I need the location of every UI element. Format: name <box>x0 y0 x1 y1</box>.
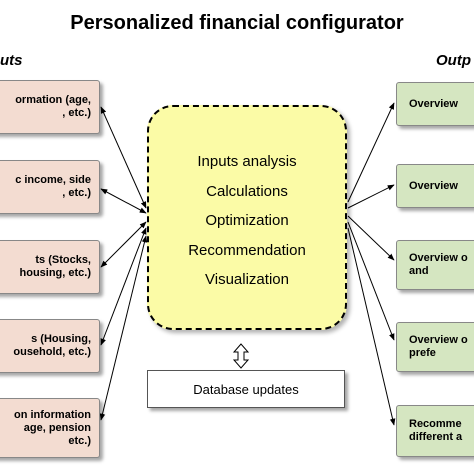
output-box-3: Overview o and <box>396 240 474 290</box>
output-arrow-2 <box>347 184 395 209</box>
database-updates-label: Database updates <box>193 381 299 397</box>
output-box-1: Overview <box>396 82 474 126</box>
output-arrow-5 <box>347 227 396 426</box>
output-box-2: Overview <box>396 164 474 208</box>
input-box-3-text: ts (Stocks, housing, etc.) <box>19 254 92 279</box>
input-box-2-text: c income, side , etc.) <box>15 174 91 199</box>
input-box-1: ormation (age, , etc.) <box>0 80 100 134</box>
input-box-4: s (Housing, ousehold, etc.) <box>0 319 100 373</box>
output-box-3-text: Overview o and <box>409 252 468 277</box>
process-optimization: Optimization <box>205 212 289 229</box>
output-box-5: Recomme different a <box>396 405 474 457</box>
output-box-1-text: Overview <box>409 97 458 110</box>
input-box-3: ts (Stocks, housing, etc.) <box>0 240 100 294</box>
input-box-1-text: ormation (age, , etc.) <box>15 94 91 119</box>
input-box-5: on information age, pension etc.) <box>0 398 100 458</box>
output-arrow-3 <box>347 215 395 261</box>
process-recommendation: Recommendation <box>188 241 306 259</box>
inputs-heading: uts <box>0 52 23 69</box>
output-arrow-1 <box>347 102 395 203</box>
configurator-core-box: Inputs analysis Calculations Optimizatio… <box>147 105 347 330</box>
database-double-arrow <box>232 343 250 369</box>
outputs-heading: Outp <box>436 52 471 69</box>
output-box-5-text: Recomme different a <box>409 418 463 443</box>
output-box-2-text: Overview <box>409 179 458 192</box>
input-arrow-2 <box>100 188 147 214</box>
output-box-4-text: Overview o prefe <box>409 334 468 359</box>
output-box-4: Overview o prefe <box>396 322 474 372</box>
input-box-5-text: on information age, pension etc.) <box>14 408 91 447</box>
input-arrow-5 <box>99 235 148 421</box>
output-arrow-4 <box>347 221 395 341</box>
diagram-title: Personalized financial configurator <box>70 12 404 34</box>
input-box-4-text: s (Housing, ousehold, etc.) <box>13 333 91 358</box>
process-visualization: Visualization <box>205 271 289 288</box>
database-updates-box: Database updates <box>147 370 345 408</box>
process-calculations: Calculations <box>206 182 288 200</box>
input-box-2: c income, side , etc.) <box>0 160 100 214</box>
process-inputs-analysis: Inputs analysis <box>197 153 297 170</box>
